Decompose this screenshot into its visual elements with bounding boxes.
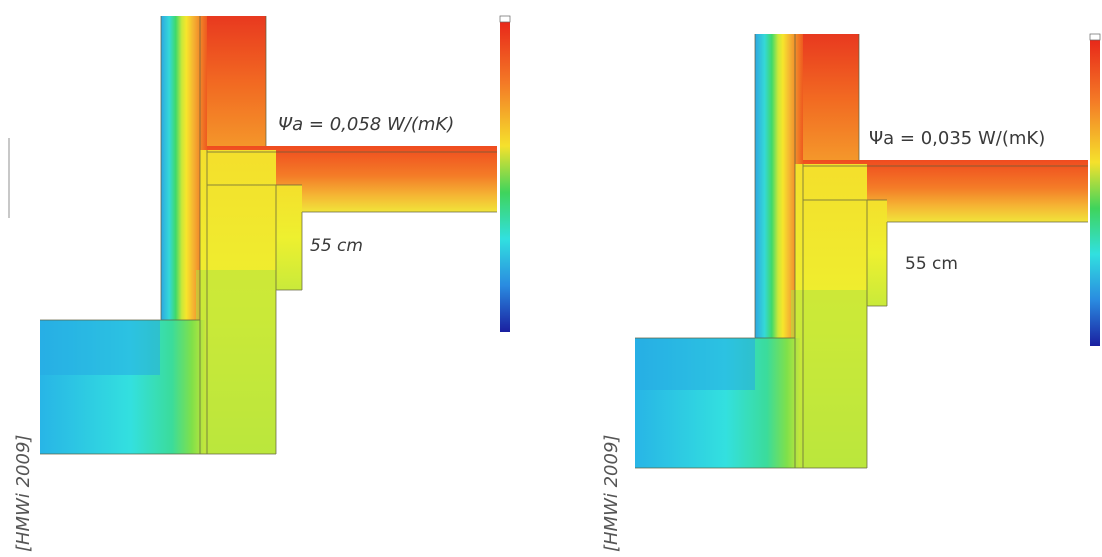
temperature-scale-bar (500, 22, 510, 332)
foundation-cold-zone (635, 338, 755, 390)
left-edge-mark (8, 138, 10, 218)
source-citation: [HMWi 2009] (13, 434, 34, 552)
upper-wall-block (795, 34, 859, 164)
scale-cap (1089, 33, 1101, 41)
temperature-scale-bar (1090, 40, 1100, 346)
dimension-label: 55 cm (310, 236, 363, 256)
source-citation: [HMWi 2009] (601, 434, 622, 552)
upper-wall-block (200, 16, 266, 152)
foundation-cold-zone (40, 320, 160, 375)
scale-cap (499, 15, 511, 23)
inner-wall-gradient (791, 290, 867, 468)
thermal-field-right (635, 33, 1101, 469)
material-boundaries (40, 16, 497, 455)
inner-wall-gradient (196, 270, 276, 454)
material-boundaries (635, 34, 1088, 469)
thermal-diagram-right: Ψa = 0,035 W/(mK) 55 cm [HMWi 2009] (551, 0, 1102, 553)
dimension-label: 55 cm (905, 254, 958, 274)
thermal-field-left (40, 15, 511, 455)
psi-value-label: Ψa = 0,035 W/(mK) (869, 128, 1046, 149)
thermal-diagram-left: Ψa = 0,058 W/(mK) 55 cm [HMWi 2009] (0, 0, 551, 553)
psi-value-label: Ψa = 0,058 W/(mK) (278, 114, 455, 135)
